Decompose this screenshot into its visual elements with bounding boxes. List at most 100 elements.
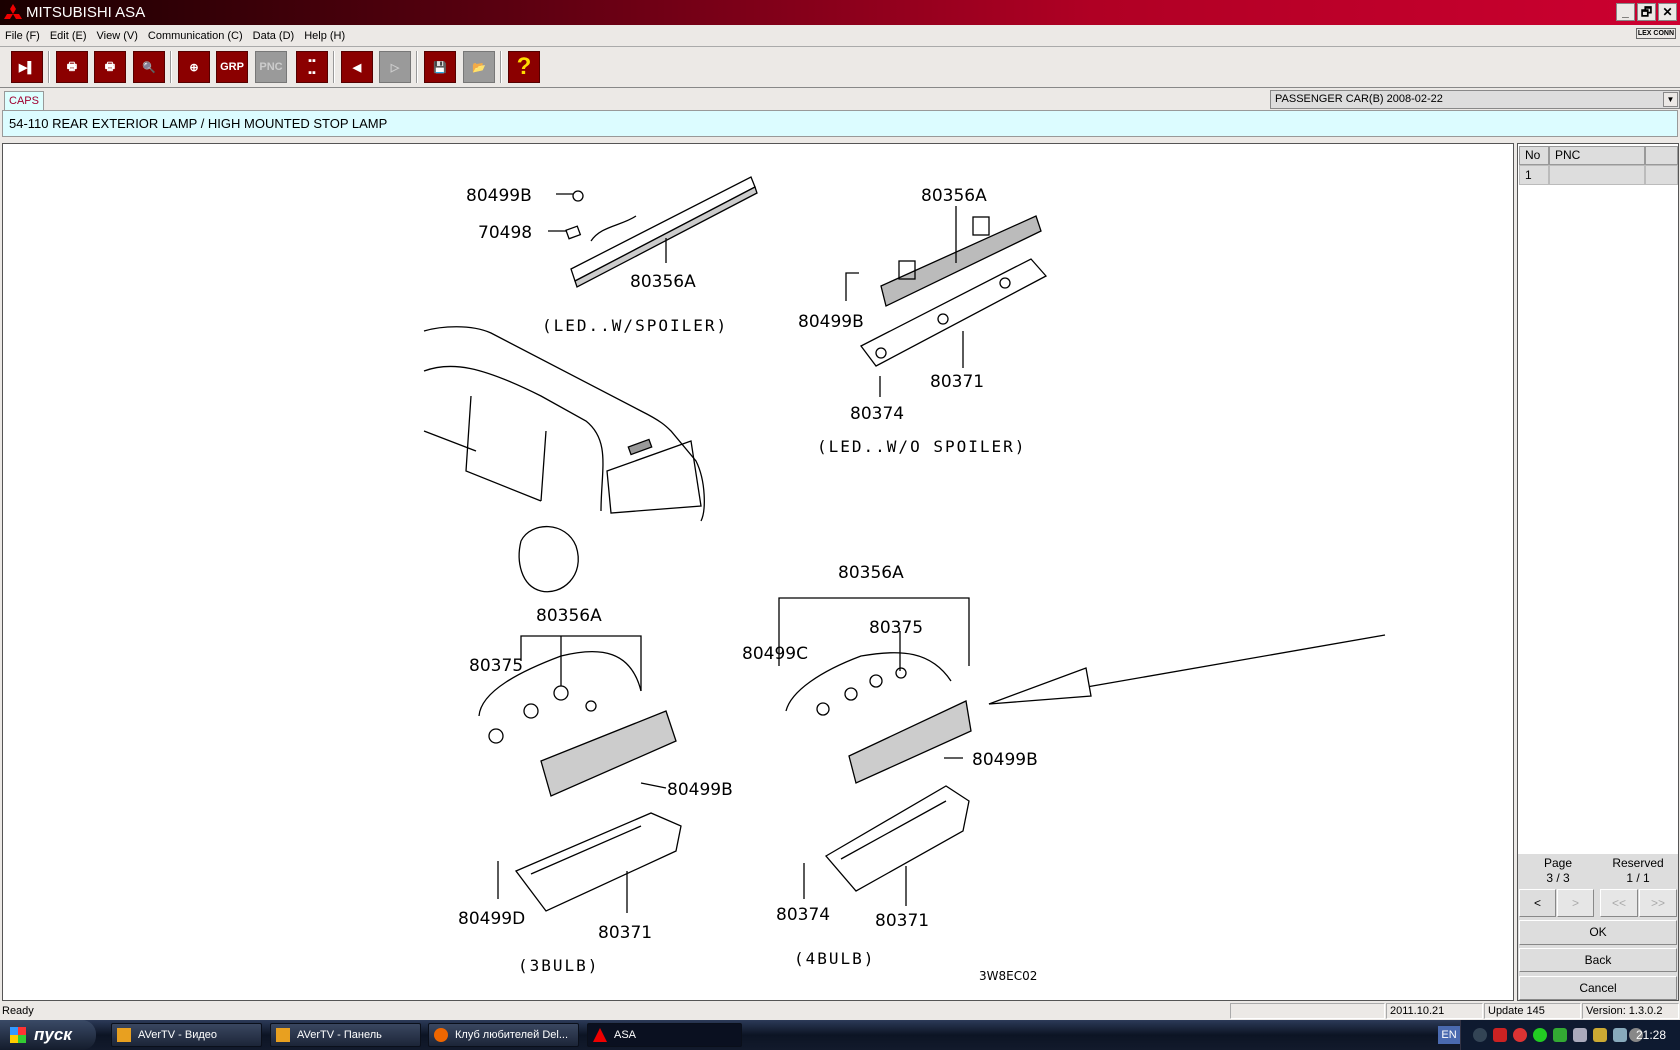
page-next-button[interactable]: > [1557, 889, 1594, 917]
callout-label[interactable]: 80499B [972, 750, 1038, 770]
page-first-button[interactable]: << [1600, 889, 1638, 917]
menu-help[interactable]: Help (H) [304, 30, 346, 42]
exit-icon: ▶▌ [18, 61, 36, 74]
menu-communication[interactable]: Communication (C) [147, 30, 243, 42]
status-date: 2011.10.21 [1386, 1003, 1483, 1019]
toolbar-separator [48, 51, 50, 83]
callout-label[interactable]: 80371 [598, 923, 652, 943]
chevron-down-icon[interactable]: ▼ [1663, 92, 1678, 107]
tray-expand-icon[interactable] [1473, 1028, 1487, 1042]
print-preview-button[interactable]: 🔍 [133, 51, 165, 83]
callout-label[interactable]: 80371 [875, 911, 929, 931]
callout-label[interactable]: 80356A [921, 186, 987, 206]
clock[interactable]: 21:28 [1636, 1028, 1667, 1042]
system-tray [1460, 1020, 1680, 1050]
toolbar-separator [500, 51, 502, 83]
volume-icon[interactable] [1629, 1028, 1643, 1042]
exit-button[interactable]: ▶▌ [11, 51, 43, 83]
callout-label[interactable]: 80499B [466, 186, 532, 206]
zoom-in-icon: ⊕ [189, 61, 199, 74]
print-screen-button[interactable]: 🖶 [56, 51, 88, 83]
illustration-code: 3W8EC02 [979, 969, 1037, 983]
back-button[interactable]: Back [1519, 948, 1677, 972]
open-button[interactable]: 📂 [463, 51, 495, 83]
variant-note: (3BULB) [518, 956, 599, 975]
callout-label[interactable]: 80375 [869, 618, 923, 638]
firefox-icon [434, 1028, 448, 1042]
language-indicator[interactable]: EN [1438, 1026, 1460, 1044]
row-no[interactable]: 1 [1519, 165, 1549, 185]
ok-button[interactable]: OK [1519, 920, 1677, 945]
callout-label[interactable]: 80371 [930, 372, 984, 392]
network-icon[interactable] [1593, 1028, 1607, 1042]
lexconn-icon[interactable]: LEX CONN [1635, 28, 1676, 39]
callout-label[interactable]: 80499D [458, 909, 525, 929]
callout-label[interactable]: 80356A [630, 272, 696, 292]
folder-icon: 📂 [472, 61, 486, 74]
close-button[interactable]: ✕ [1658, 3, 1677, 21]
callout-label[interactable]: 80356A [536, 606, 602, 626]
callout-label[interactable]: 80374 [850, 404, 904, 424]
row-extra[interactable] [1645, 165, 1678, 185]
taskbar-item-active[interactable]: ASA [587, 1023, 742, 1047]
model-select-value: PASSENGER CAR(B) 2008-02-22 [1275, 93, 1443, 105]
callout-label[interactable]: 80499B [798, 312, 864, 332]
menu-edit[interactable]: Edit (E) [49, 30, 87, 42]
shield-icon[interactable] [1513, 1028, 1527, 1042]
callout-label[interactable]: 80499C [742, 644, 808, 664]
print-preview-icon: 🔍 [142, 61, 156, 74]
mitsubishi-logo-icon [4, 4, 22, 19]
row-pnc[interactable] [1549, 165, 1645, 185]
reserved-label: Reserved [1612, 856, 1664, 870]
printer-screen-icon: 🖶 [66, 60, 78, 73]
zoom-in-button[interactable]: ⊕ [178, 51, 210, 83]
callout-label[interactable]: 70498 [478, 223, 532, 243]
mail-agent-icon[interactable] [1533, 1028, 1547, 1042]
tab-caps[interactable]: CAPS [4, 91, 44, 111]
ovi-icon[interactable] [1553, 1028, 1567, 1042]
taskbar-item[interactable]: AVerTV - Панель [270, 1023, 421, 1047]
previous-button[interactable]: ◀ [341, 51, 373, 83]
save-button[interactable]: 💾 [424, 51, 456, 83]
callout-label[interactable]: 80499B [667, 780, 733, 800]
taskbar-item[interactable]: AVerTV - Видео [111, 1023, 262, 1047]
next-button[interactable]: ▷ [379, 51, 411, 83]
page-prev-button[interactable]: < [1519, 889, 1556, 917]
taskbar: пуск AVerTV - Видео AVerTV - Панель Клуб… [0, 1020, 1680, 1050]
toolbar: ▶▌ 🖶 🖶 🔍 ⊕ GRP PNC ▪▪▪▪ ◀ ▷ 💾 📂 ? [0, 47, 1680, 88]
help-button[interactable]: ? [508, 51, 540, 83]
column-header-no[interactable]: No [1519, 146, 1549, 165]
menu-view[interactable]: View (V) [96, 30, 138, 42]
callout-label[interactable]: 80375 [469, 656, 523, 676]
taskbar-item-label: ASA [614, 1029, 637, 1041]
group-caption: 54-110 REAR EXTERIOR LAMP / HIGH MOUNTED… [2, 110, 1678, 137]
print-button[interactable]: 🖶 [94, 51, 126, 83]
callout-label[interactable]: 80374 [776, 905, 830, 925]
printer-icon: 🖶 [104, 60, 116, 73]
column-header-pnc[interactable]: PNC [1549, 146, 1645, 165]
toolbar-separator [170, 51, 172, 83]
minimize-button[interactable]: _ [1616, 3, 1635, 21]
model-select[interactable]: PASSENGER CAR(B) 2008-02-22 ▼ [1270, 90, 1680, 109]
status-version: Version: 1.3.0.2 [1582, 1003, 1679, 1019]
pointer-arrow [988, 634, 1386, 705]
car-outline-drawing [423, 326, 705, 593]
cancel-button[interactable]: Cancel [1519, 976, 1677, 1000]
menu-data[interactable]: Data (D) [252, 30, 295, 42]
lamp-led-spoiler-drawing [548, 176, 758, 288]
parts-diagram[interactable]: 80499B 70498 80356A (LED..W/SPOILER) 803… [2, 143, 1514, 1001]
menu-file[interactable]: File (F) [5, 30, 40, 42]
start-button[interactable]: пуск [0, 1020, 96, 1050]
taskbar-item[interactable]: Клуб любителей Del... [428, 1023, 579, 1047]
grid-view-button[interactable]: ▪▪▪▪ [296, 51, 328, 83]
lamp-4bulb-drawing [778, 597, 972, 906]
page-last-button[interactable]: >> [1639, 889, 1677, 917]
usb-icon[interactable] [1573, 1028, 1587, 1042]
restore-button[interactable]: 🗗 [1637, 3, 1656, 21]
page-value: 3 / 3 [1546, 871, 1570, 885]
callout-label[interactable]: 80356A [838, 563, 904, 583]
pnc-button[interactable]: PNC [255, 51, 287, 83]
keyboard-mouse-icon[interactable] [1613, 1028, 1627, 1042]
antivirus-icon[interactable] [1493, 1028, 1507, 1042]
grp-button[interactable]: GRP [216, 51, 248, 83]
